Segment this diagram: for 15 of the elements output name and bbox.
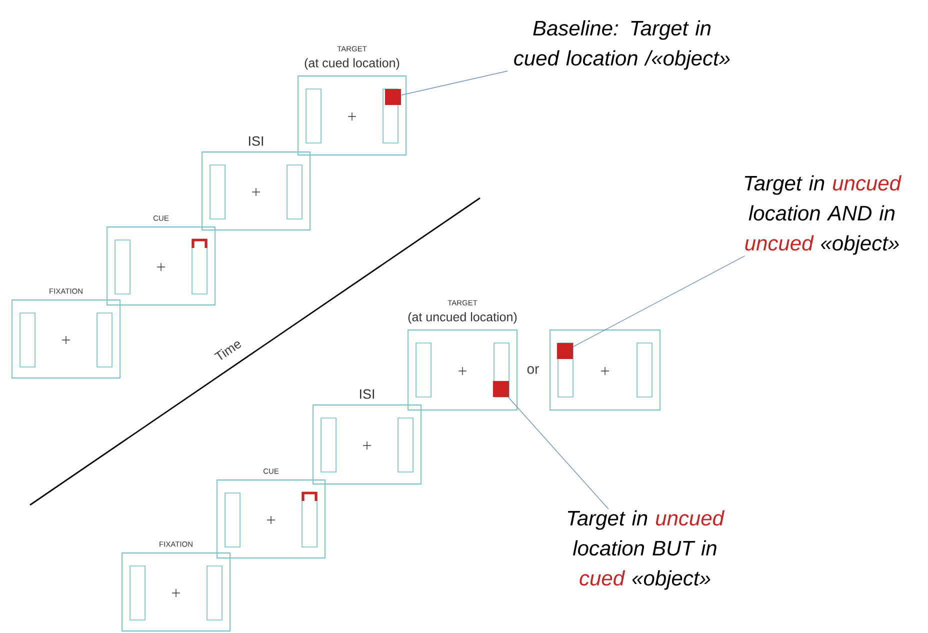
target-square: [557, 343, 573, 359]
callout-text: Target in uncued location AND in uncued «object»: [744, 175, 902, 255]
axis-label: Time: [214, 342, 241, 360]
callout-text: Target in uncued location BUT in cued «object»: [568, 510, 725, 590]
leader-line: [508, 396, 609, 510]
target-square: [493, 381, 509, 397]
target-square: [385, 89, 401, 105]
screen-heading: ISI: [360, 389, 374, 399]
leader-line: [400, 70, 508, 96]
screen-heading: (at uncued location): [408, 312, 517, 324]
callout-text: Baseline: Target in cued location /«object»: [514, 20, 730, 70]
leader-line: [572, 256, 746, 348]
screen-heading: (at cued location): [304, 58, 400, 70]
screen-heading: ISI: [249, 136, 264, 146]
connector-word: or: [527, 366, 539, 374]
